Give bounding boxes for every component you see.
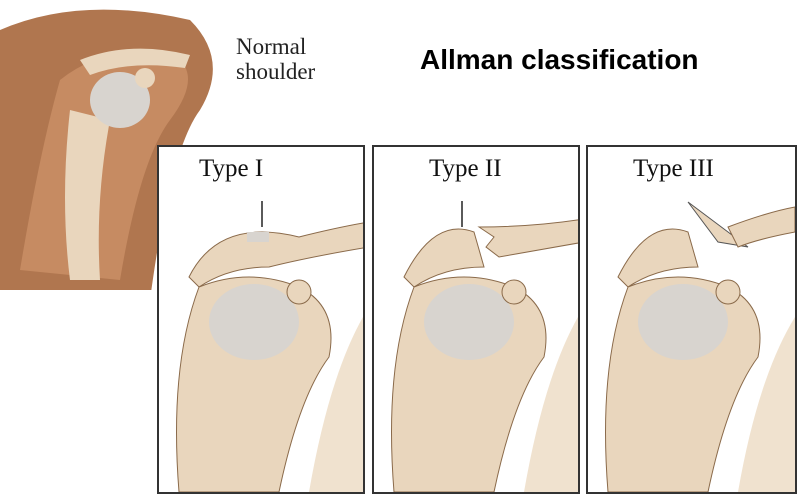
type-1-illustration xyxy=(176,201,363,492)
type-3-illustration xyxy=(605,201,795,492)
type-2-label: Type II xyxy=(429,155,502,182)
normal-label-line1: Normal xyxy=(236,34,307,59)
normal-shoulder-illustration xyxy=(0,9,213,290)
panel-type-1: Type I xyxy=(157,145,365,494)
panel-type-2: Type II xyxy=(372,145,580,494)
type-1-label: Type I xyxy=(199,155,264,182)
page-title: Allman classification xyxy=(420,44,699,75)
normal-label-line2: shoulder xyxy=(236,59,316,84)
type-3-label: Type III xyxy=(633,155,714,182)
normal-shoulder-label: Normal shoulder xyxy=(236,34,315,84)
panel-type-3: Type III xyxy=(586,145,797,494)
type-2-illustration xyxy=(391,201,578,492)
